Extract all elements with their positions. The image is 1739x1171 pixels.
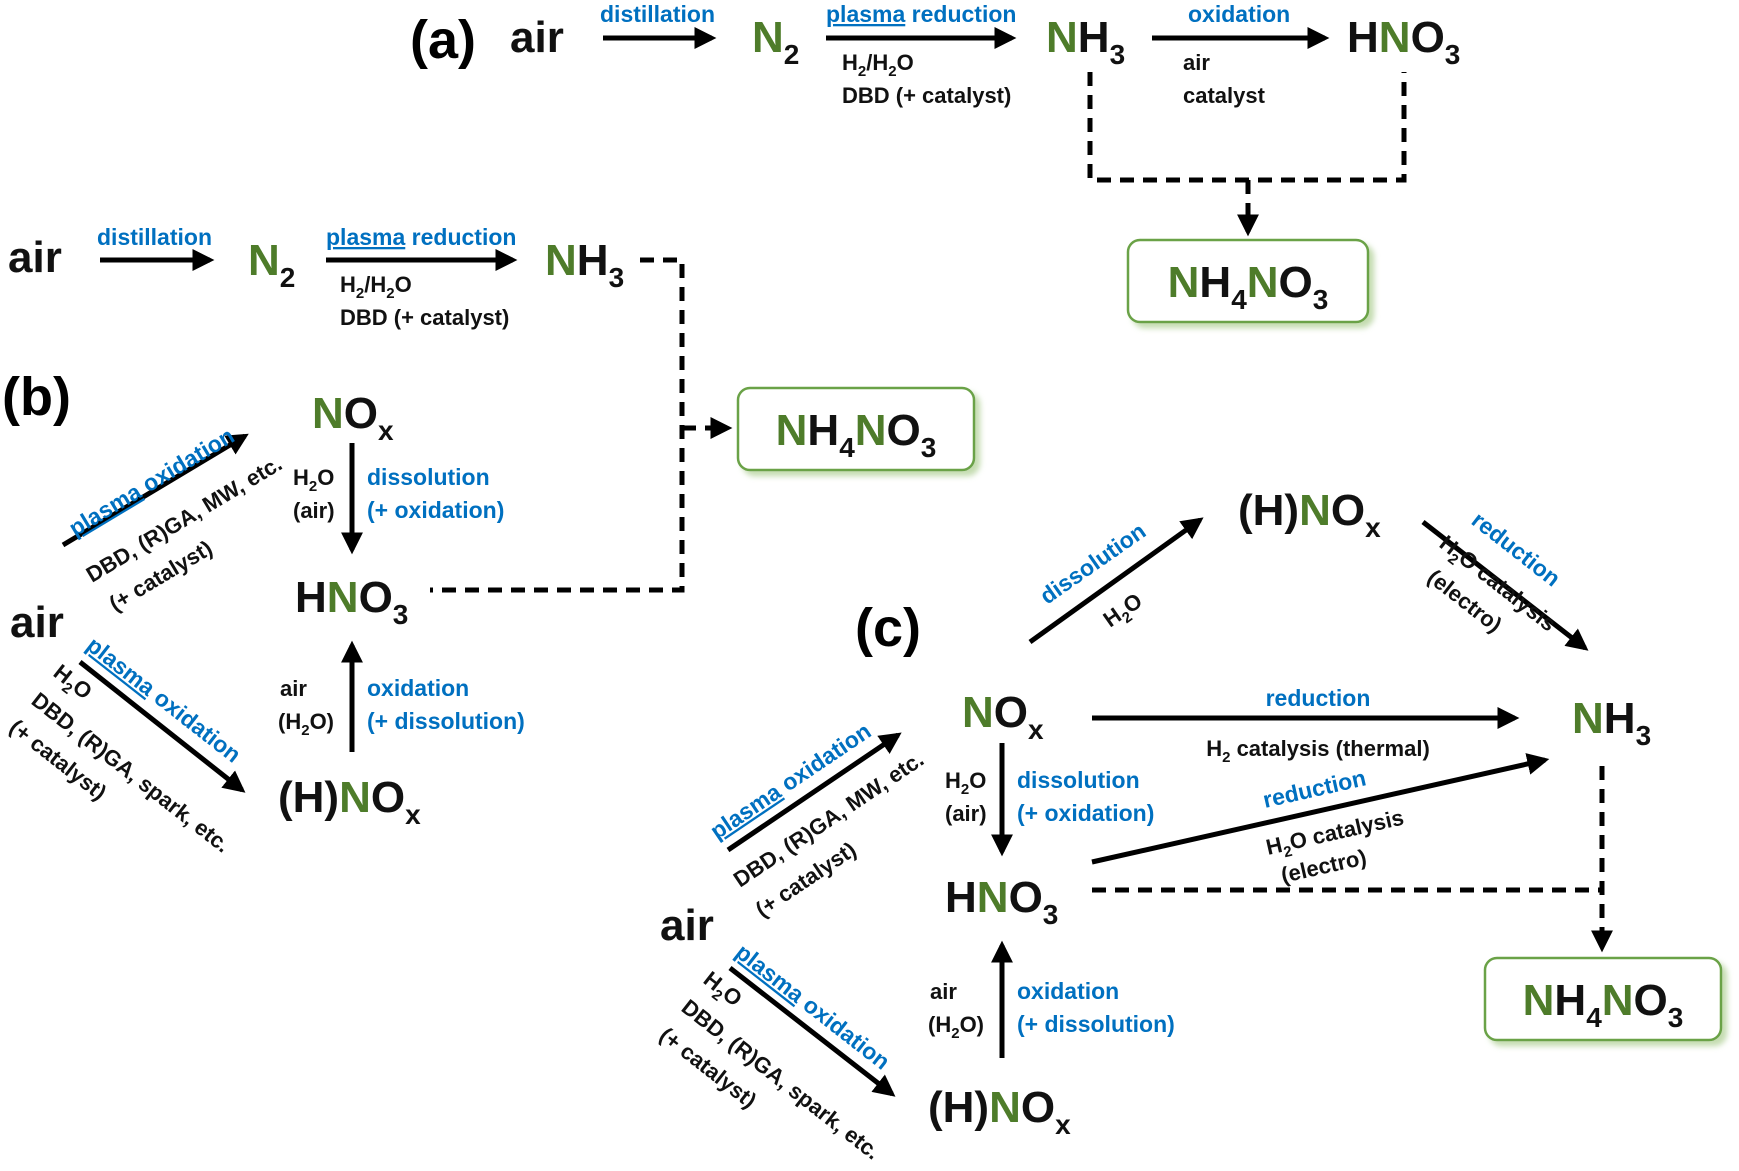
- b-product-box: [736, 386, 976, 472]
- a-nh4no3: NH4NO3: [1168, 258, 1329, 315]
- b-nox: NOx: [312, 389, 394, 446]
- b-label-oxidation: oxidation: [367, 675, 469, 701]
- b-cond-h2-h2o: H2/H2O: [340, 272, 412, 302]
- b-label-plasma-reduction: plasma reduction: [326, 224, 516, 250]
- b-hnox: (H)NOx: [278, 773, 421, 830]
- b-arrow-plasma-oxidation-down: [78, 660, 246, 793]
- b-label-plus-dissolution: (+ dissolution): [367, 708, 525, 734]
- a-n2: N2: [752, 13, 799, 70]
- c-arrow-plasma-oxidation-up: [726, 732, 902, 853]
- c-label-plus-dissolution: (+ dissolution): [1017, 1011, 1175, 1037]
- a-hno3: HNO3: [1347, 13, 1460, 70]
- panel-a-label: (a): [410, 10, 476, 70]
- a-label-plasma-reduction: plasma reduction: [826, 1, 1016, 27]
- c-nh4no3: NH4NO3: [1523, 976, 1684, 1033]
- panel-b-label: (b): [2, 367, 71, 427]
- a-cond-h2-h2o: H2/H2O: [842, 50, 914, 80]
- b-cond-h2o-1: H2O: [293, 465, 334, 495]
- a-cond-dbd-catalyst: DBD (+ catalyst): [842, 83, 1011, 108]
- c-cond-h2o-up: H2O: [1099, 588, 1150, 636]
- b-cond-air: air: [280, 676, 307, 701]
- a-label-distillation: distillation: [600, 1, 715, 27]
- b-dashed-join: [430, 257, 685, 593]
- c-nh3: NH3: [1572, 694, 1651, 751]
- b-air: air: [10, 598, 64, 647]
- c-arrow-plasma-oxidation-down: [728, 966, 896, 1097]
- c-label-dissolution: dissolution: [1017, 767, 1140, 793]
- a-product-box: [1126, 238, 1370, 324]
- c-cond-h2-catalysis-thermal: H2 catalysis (thermal): [1206, 736, 1430, 766]
- b-air-top: air: [8, 233, 62, 282]
- b-label-dissolution: dissolution: [367, 464, 490, 490]
- b-hno3: HNO3: [295, 573, 408, 630]
- b-cond-air-paren: (air): [293, 498, 335, 523]
- a-cond-catalyst: catalyst: [1183, 83, 1266, 108]
- c-hnox-top: (H)NOx: [1238, 486, 1381, 543]
- c-air: air: [660, 901, 714, 950]
- c-cond-air: air: [930, 979, 957, 1004]
- a-air: air: [510, 13, 564, 62]
- c-label-plus-oxidation: (+ oxidation): [1017, 800, 1154, 826]
- c-arrow-reduction-down: [1421, 520, 1589, 651]
- a-cond-air: air: [1183, 50, 1210, 75]
- c-label-plasma-oxidation-up: plasma oxidation: [705, 718, 875, 845]
- b-arrow-plasma-oxidation-up: [61, 433, 249, 548]
- b-label-distillation: distillation: [97, 224, 212, 250]
- c-cond-h2o-paren: (H2O): [928, 1012, 984, 1042]
- b-nh3: NH3: [545, 236, 624, 293]
- a-label-oxidation: oxidation: [1188, 1, 1290, 27]
- c-product-box: [1483, 956, 1723, 1042]
- c-label-oxidation: oxidation: [1017, 978, 1119, 1004]
- b-nh4no3: NH4NO3: [776, 406, 937, 463]
- b-cond-dbd-catalyst: DBD (+ catalyst): [340, 305, 509, 330]
- c-hno3: HNO3: [945, 873, 1058, 930]
- b-cond-h2o-paren: (H2O): [278, 709, 334, 739]
- panel-c-label: (c): [855, 598, 921, 658]
- b-label-plus-oxidation: (+ oxidation): [367, 497, 504, 523]
- panel-c: (c) (H)NOx dissolution H2O reduction H2O…: [655, 486, 1723, 1164]
- c-nox: NOx: [962, 688, 1044, 745]
- c-hnox: (H)NOx: [928, 1083, 1071, 1140]
- panel-a: (a) air distillation N2 plasma reduction…: [410, 1, 1460, 324]
- a-nh3: NH3: [1046, 13, 1125, 70]
- b-n2: N2: [248, 236, 295, 293]
- c-arrow-reduction-electro: [1091, 753, 1550, 865]
- c-label-reduction-thermal: reduction: [1266, 685, 1371, 711]
- c-arrow-dissolution-up: [1028, 517, 1204, 645]
- c-cond-air-paren: (air): [945, 801, 987, 826]
- c-cond-h2o-1: H2O: [945, 768, 986, 798]
